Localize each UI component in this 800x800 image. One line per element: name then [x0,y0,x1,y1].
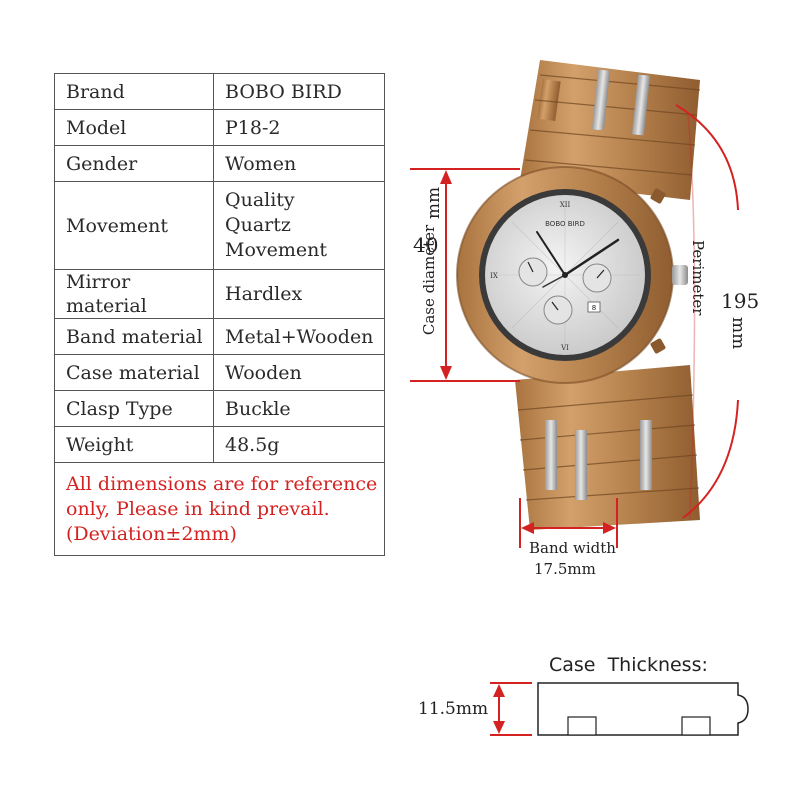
spec-label: Band material [54,318,214,355]
table-row: Band material Metal+Wooden [54,318,385,355]
table-row: Mirror material Hardlex [54,269,385,319]
arrow-left-icon [521,522,534,534]
band-width-value: 17.5mm [534,560,596,578]
crown [672,265,688,285]
note-line: All dimensions are for reference [66,472,378,495]
second-hand [542,274,566,288]
arrow-up-icon [440,170,452,184]
dial-brand: BOBO BIRD [545,220,585,228]
band-width-dimension [519,498,618,548]
table-row: Case material Wooden [54,354,385,391]
spec-value: BOBO BIRD [213,73,385,110]
spec-value-line: Quality [225,189,295,211]
reference-note: All dimensions are for reference only, P… [54,462,385,556]
spec-label: Clasp Type [54,390,214,427]
spec-label: Weight [54,426,214,463]
hour-hand [563,238,620,277]
table-row: Weight 48.5g [54,426,385,463]
pusher-bottom [650,338,666,354]
arrow-down-icon [440,366,452,380]
spec-value: 48.5g [213,426,385,463]
spec-value-line: Movement [225,239,328,261]
spec-value: Hardlex [213,269,385,319]
pusher-top [650,188,666,204]
table-row: Gender Women [54,145,385,182]
case-diameter-dimension [410,168,520,382]
table-row: Movement Quality Quartz Movement [54,181,385,270]
arrow-right-icon [603,522,616,534]
case-diameter-value: 40 [413,233,439,257]
dial-details: BOBO BIRD XII IX VI 8 [490,200,640,352]
case-diameter-unit: mm [424,186,445,220]
spec-value: Buckle [213,390,385,427]
spec-label: Case material [54,354,214,391]
lower-band [515,365,700,530]
numeral-xii: XII [560,201,571,209]
spec-label: Brand [54,73,214,110]
spec-value: Metal+Wooden [213,318,385,355]
date-digit: 8 [592,304,596,312]
perimeter-unit: mm [728,317,748,350]
case-thickness-diagram [490,682,749,736]
spec-value: P18-2 [213,109,385,146]
note-line: (Deviation±2mm) [66,522,237,545]
numeral-ix: IX [490,272,498,280]
date-window [587,301,601,313]
perimeter-dimension [675,104,739,521]
upper-band [520,60,701,200]
perimeter-label: Perimeter [689,240,707,316]
table-row: Clasp Type Buckle [54,390,385,427]
spec-label: Mirror material [54,269,214,319]
table-row: Brand BOBO BIRD [54,73,385,110]
note-line: only, Please in kind prevail. [66,497,330,520]
spec-value: Women [213,145,385,182]
case-diameter-label: Case diameter [420,224,438,336]
case-thickness-label: Case Thickness: [549,654,708,676]
table-row: All dimensions are for reference only, P… [54,462,385,556]
spec-label: Movement [54,181,214,270]
spec-value: Quality Quartz Movement [213,181,385,270]
case-thickness-value: 11.5mm [418,699,489,719]
minute-hand [536,231,566,276]
table-row: Model P18-2 [54,109,385,146]
arrow-down-icon [493,721,505,734]
arrow-up-icon [493,684,505,697]
case-profile [537,682,749,736]
spec-value-line: Quartz [225,214,291,236]
perimeter-value: 195 [721,289,760,313]
band-width-label: Band width [529,539,616,557]
numeral-vi: VI [560,344,569,352]
spec-table: Brand BOBO BIRD Model P18-2 Gender Women… [54,73,385,556]
